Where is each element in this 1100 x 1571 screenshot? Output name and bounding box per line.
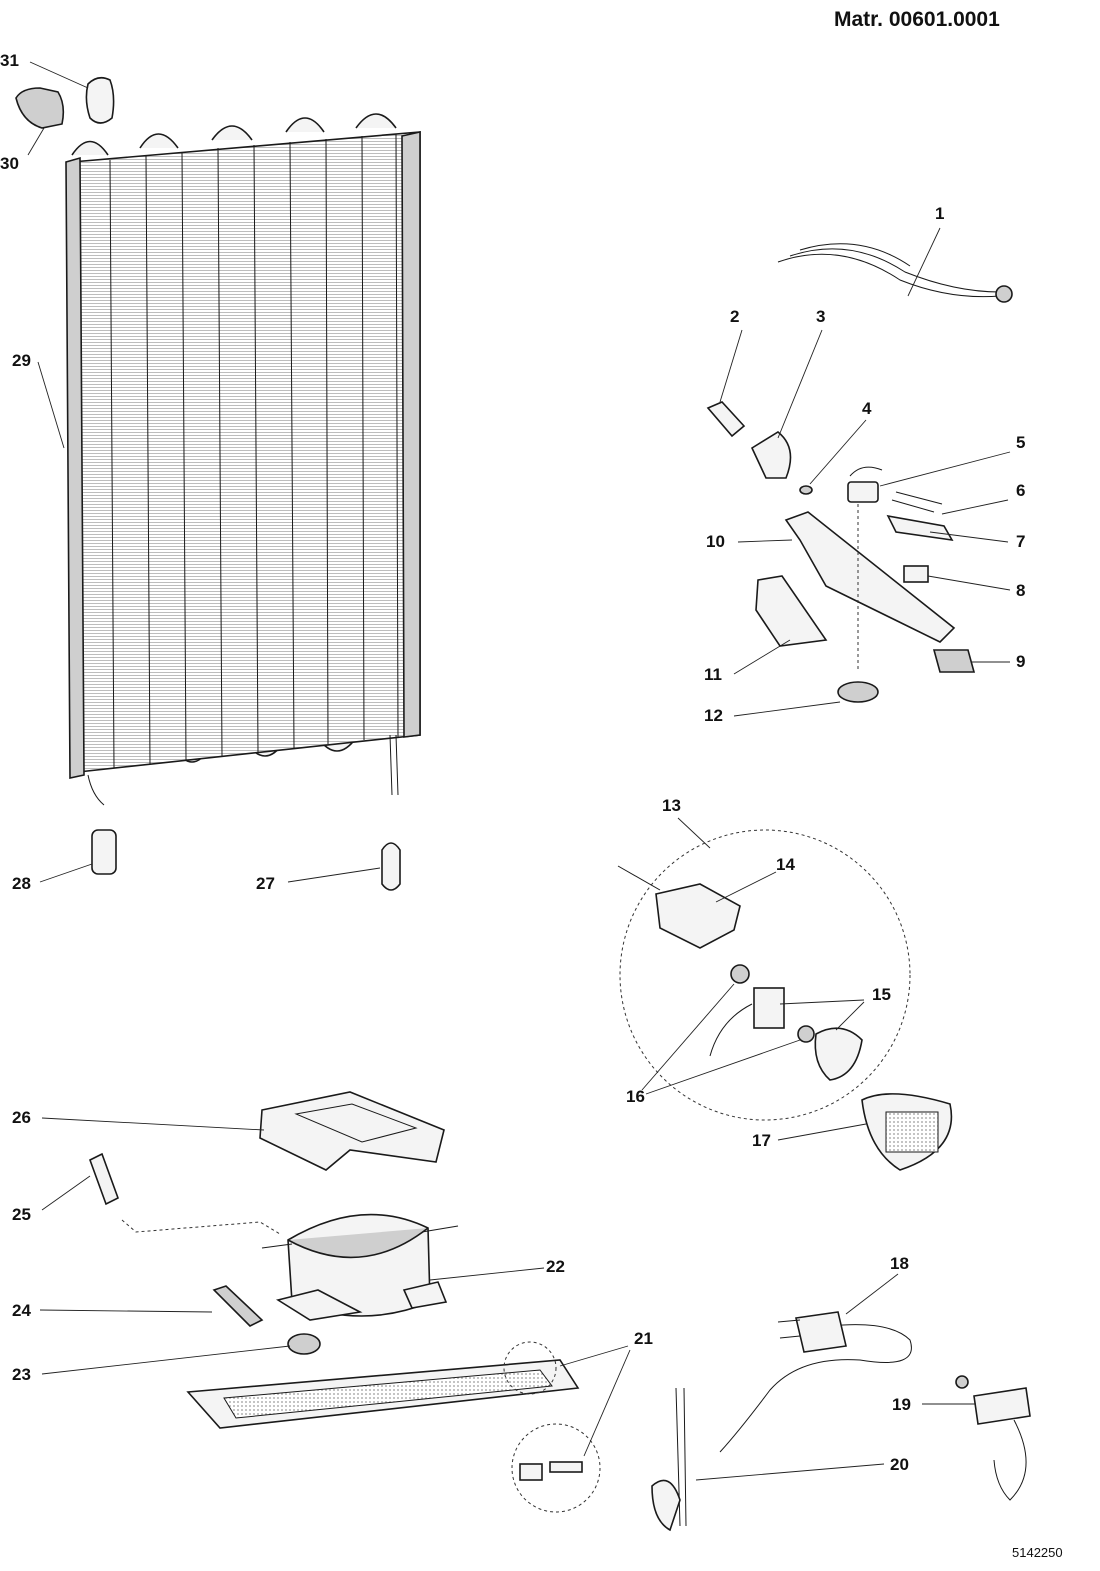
callout-9: 9 <box>1016 652 1026 671</box>
callout-29: 29 <box>12 351 31 370</box>
thermostat-assembly <box>706 243 1013 703</box>
part-28-shape <box>91 829 117 875</box>
callout-30: 30 <box>0 154 19 173</box>
callout-28: 28 <box>12 874 31 893</box>
callout-16: 16 <box>626 1087 645 1106</box>
lamp-assembly <box>617 829 953 1171</box>
callout-1: 1 <box>935 204 945 223</box>
callout-13: 13 <box>662 796 681 815</box>
compressor-group <box>89 1091 459 1355</box>
callout-12: 12 <box>704 706 723 725</box>
drawing-number: 5142250 <box>1012 1545 1063 1560</box>
callout-23: 23 <box>12 1365 31 1384</box>
callout-5: 5 <box>1016 433 1026 452</box>
material-number: Matr. 00601.0001 <box>834 8 1000 31</box>
callout-3: 3 <box>816 307 826 326</box>
callout-25: 25 <box>12 1205 31 1224</box>
callout-22: 22 <box>546 1257 565 1276</box>
callout-7: 7 <box>1016 532 1026 551</box>
callout-11: 11 <box>704 665 722 684</box>
callout-24: 24 <box>12 1301 31 1320</box>
callout-14: 14 <box>776 855 795 874</box>
callout-26: 26 <box>12 1108 31 1127</box>
part-27-shape <box>381 842 401 891</box>
callout-17: 17 <box>752 1131 771 1150</box>
leader-lines <box>27 61 1011 1481</box>
callout-20: 20 <box>890 1455 909 1474</box>
callout-6: 6 <box>1016 481 1026 500</box>
callout-18: 18 <box>890 1254 909 1273</box>
callout-15: 15 <box>872 985 891 1004</box>
callout-4: 4 <box>862 399 872 418</box>
callout-2: 2 <box>730 307 740 326</box>
callout-10: 10 <box>706 532 725 551</box>
base-plate-part <box>186 1341 601 1513</box>
condenser-part <box>65 113 421 806</box>
power-cable-group <box>651 1311 1031 1532</box>
callout-8: 8 <box>1016 581 1026 600</box>
part-31-shape <box>85 76 115 124</box>
callout-31: 31 <box>0 51 19 70</box>
part-30-shape <box>15 87 65 129</box>
callout-21: 21 <box>634 1329 653 1348</box>
callout-27: 27 <box>256 874 275 893</box>
callout-19: 19 <box>892 1395 911 1414</box>
